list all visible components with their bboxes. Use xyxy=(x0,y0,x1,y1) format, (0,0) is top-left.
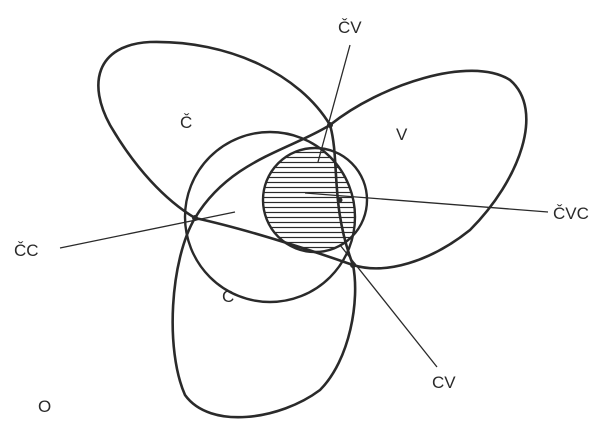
lobe-v xyxy=(328,69,528,270)
lobe-c-hat xyxy=(97,40,332,220)
label-region-v: V xyxy=(396,125,408,144)
leader-c-hat-v xyxy=(317,44,351,163)
inner-circle-upper xyxy=(261,146,369,254)
label-outside: O xyxy=(38,397,51,416)
label-c-v: CV xyxy=(432,373,456,392)
label-region-c: C xyxy=(222,287,234,306)
label-c-hat-c: ČC xyxy=(14,241,39,260)
label-c-hat-v: ČV xyxy=(338,18,362,37)
leader-c-v xyxy=(339,244,438,368)
label-region-c-hat: Č xyxy=(180,113,192,132)
leader-c-hat-v-c xyxy=(304,192,549,213)
label-c-hat-v-c: ČVC xyxy=(553,204,589,223)
hatched-core xyxy=(263,148,355,252)
inner-circle-lower xyxy=(183,130,357,304)
leader-c-hat-c xyxy=(59,211,236,249)
node-c-hat-v-c xyxy=(337,197,343,203)
